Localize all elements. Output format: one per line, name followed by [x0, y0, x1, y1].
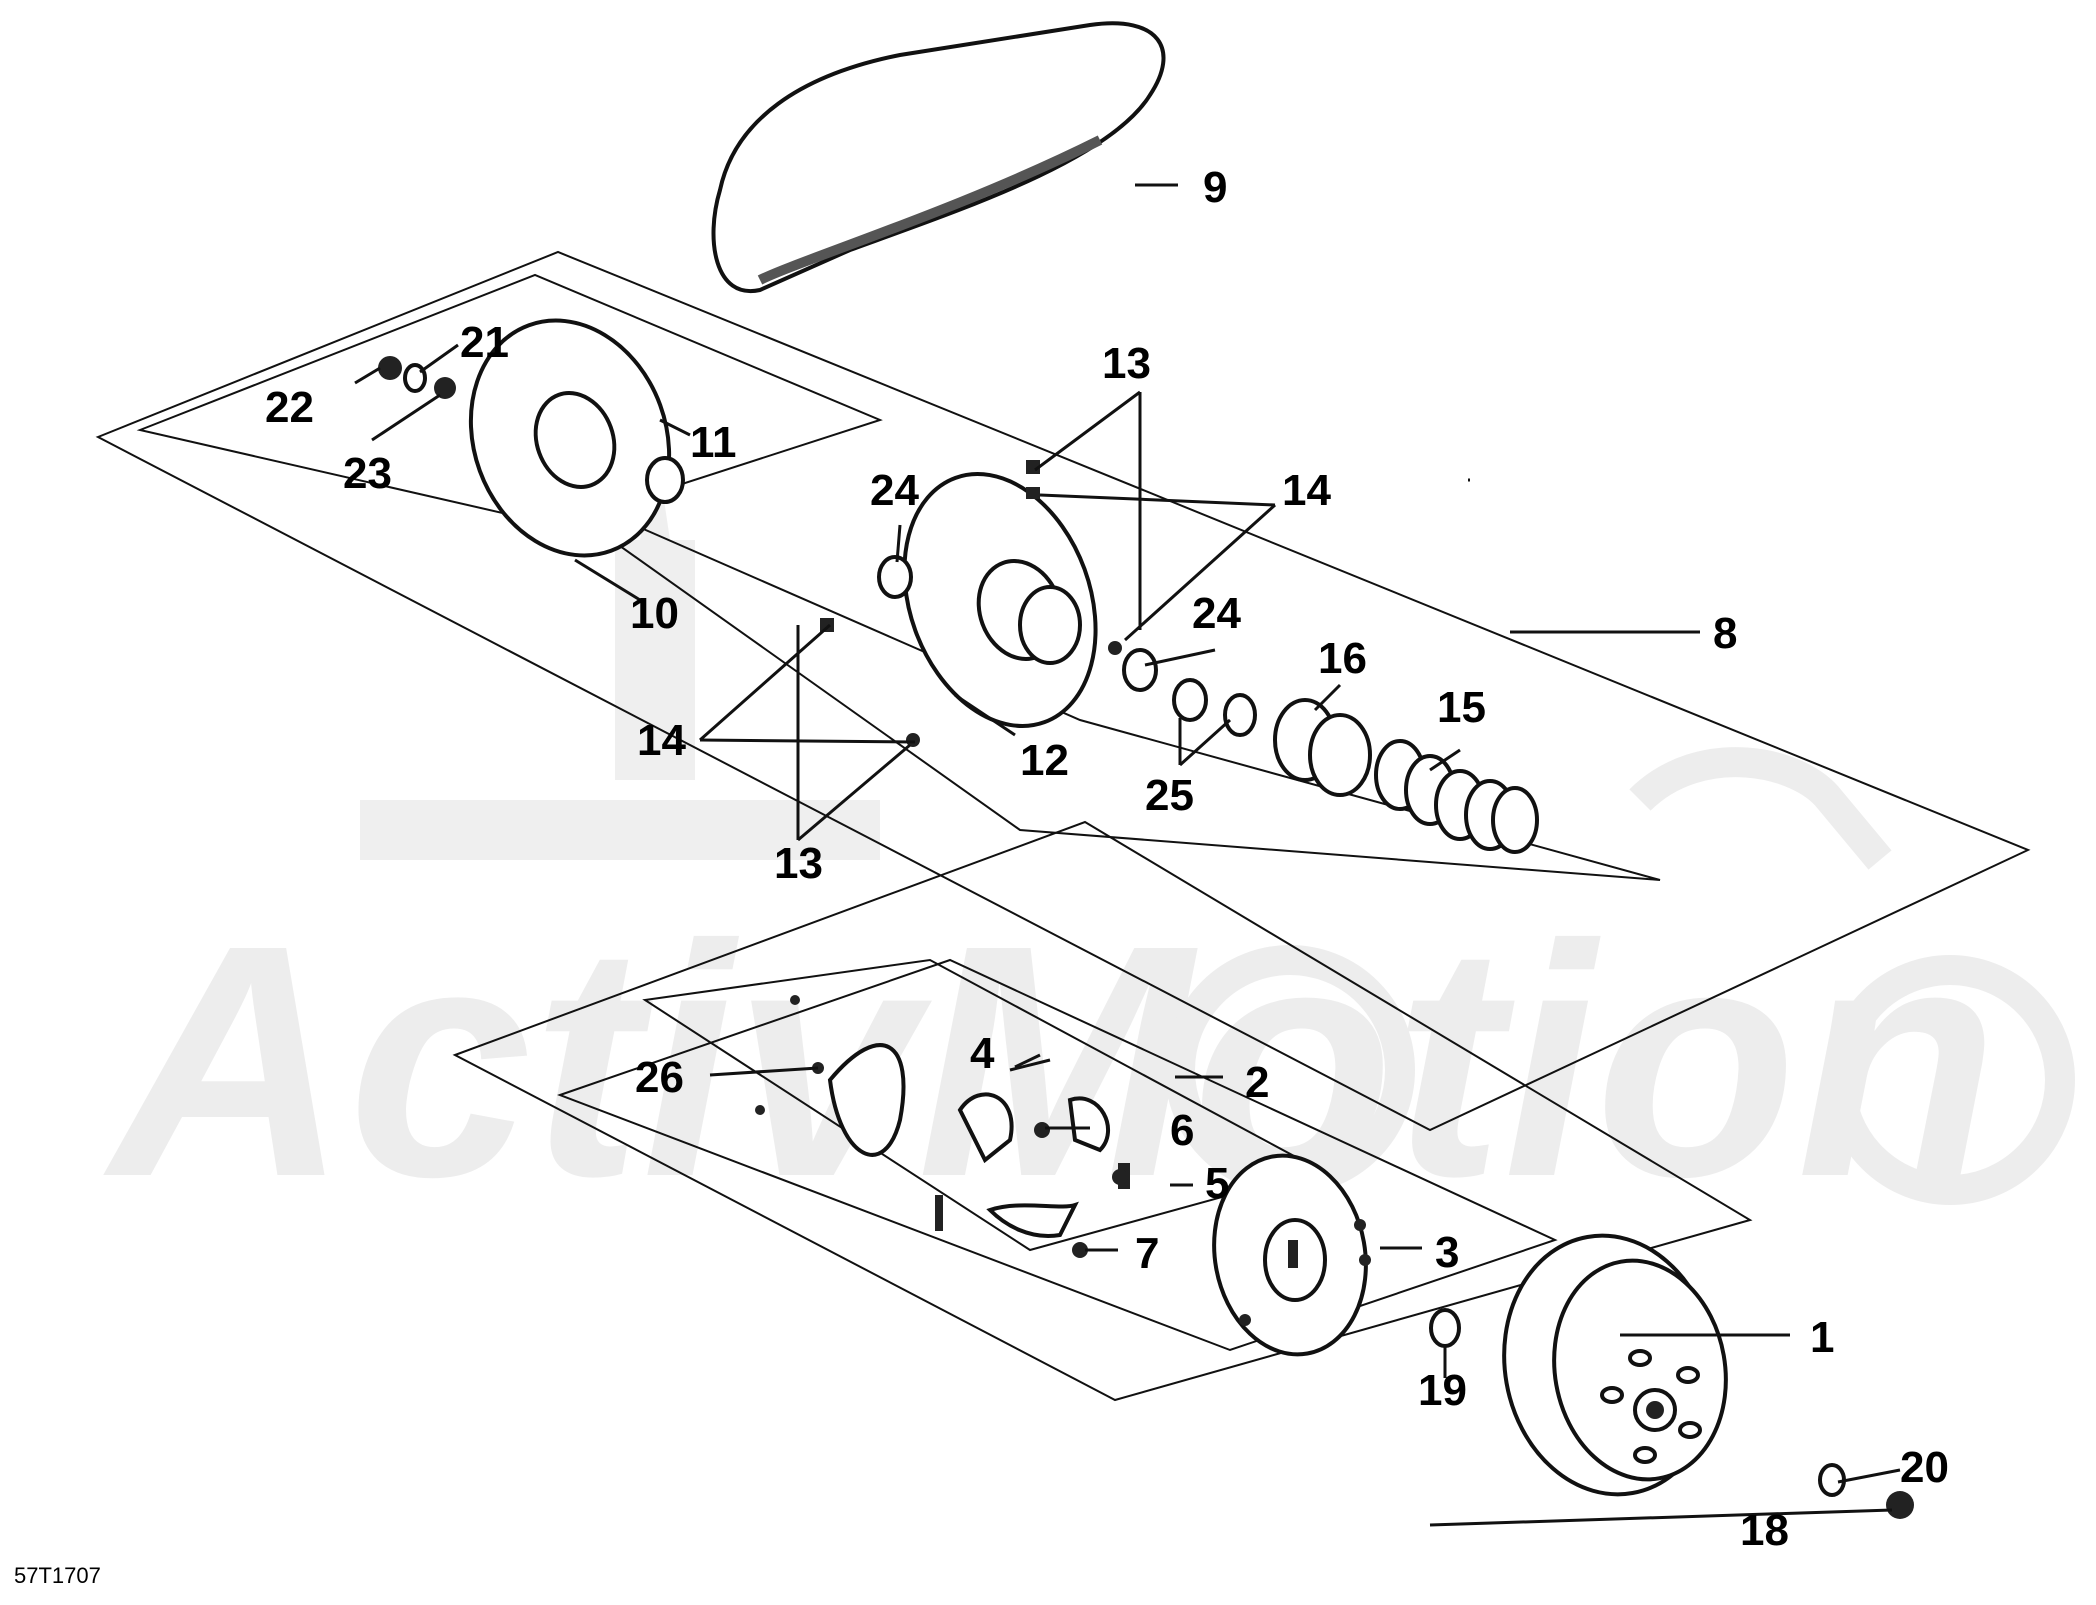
callout-8: 8 [1713, 609, 1737, 658]
oring-25-b [1223, 693, 1257, 737]
callout-21: 21 [460, 318, 509, 367]
callout-25: 25 [1145, 771, 1194, 820]
callout-12: 12 [1020, 736, 1069, 785]
callout-1: 1 [1810, 1313, 1834, 1362]
callout-13-top: 13 [1102, 339, 1151, 388]
callout-5: 5 [1205, 1159, 1229, 1208]
drive-belt [711, 21, 1166, 294]
callout-24-right: 24 [1192, 589, 1241, 638]
callout-7: 7 [1135, 1229, 1159, 1278]
callout-14-right: 14 [1282, 466, 1331, 515]
spring-seat-collar [1273, 698, 1372, 797]
callout-15: 15 [1437, 683, 1486, 732]
callout-22: 22 [265, 383, 314, 432]
callout-11: 11 [690, 418, 737, 467]
watermark: ActivMotion [100, 440, 2075, 1245]
group-8-outline [95, 250, 2031, 1132]
compression-spring [1374, 739, 1539, 854]
callout-20: 20 [1900, 1443, 1949, 1492]
guide-pin-parts [378, 356, 456, 399]
diagram-code: 57T1707 [14, 1563, 101, 1588]
callouts: 1 2 3 4 5 6 7 8 9 10 11 12 13 13 14 14 1… [265, 163, 1949, 1555]
callout-18: 18 [1740, 1506, 1789, 1555]
guide-pins [820, 460, 1122, 747]
callout-16: 16 [1318, 634, 1367, 683]
leader-lines [354, 183, 1901, 1527]
clutch-housing [1502, 1233, 1728, 1497]
callout-14-left: 14 [637, 716, 686, 765]
clutch-small-parts [935, 1053, 1130, 1258]
callout-2: 2 [1245, 1058, 1269, 1107]
sliding-sheave [902, 472, 1098, 728]
callout-26: 26 [635, 1053, 684, 1102]
callout-6: 6 [1170, 1106, 1194, 1155]
nut-and-washer [1818, 1463, 1914, 1519]
clutch-drive-plate [1212, 1153, 1371, 1357]
watermark-tower-icon [360, 440, 880, 860]
callout-4: 4 [970, 1029, 995, 1078]
driven-pulley-face [468, 318, 685, 558]
callout-9: 9 [1203, 163, 1227, 212]
callout-13-bottom: 13 [774, 839, 823, 888]
seal-24-b [1122, 648, 1158, 692]
seal-24-a [877, 555, 913, 599]
callout-19: 19 [1418, 1366, 1467, 1415]
callout-3: 3 [1435, 1228, 1459, 1277]
washer-19 [1429, 1308, 1461, 1348]
clutch-shoes [957, 1092, 1111, 1164]
callout-24-top: 24 [870, 466, 919, 515]
callout-23: 23 [343, 449, 392, 498]
oring-25-a [1172, 678, 1208, 722]
callout-10: 10 [630, 589, 679, 638]
